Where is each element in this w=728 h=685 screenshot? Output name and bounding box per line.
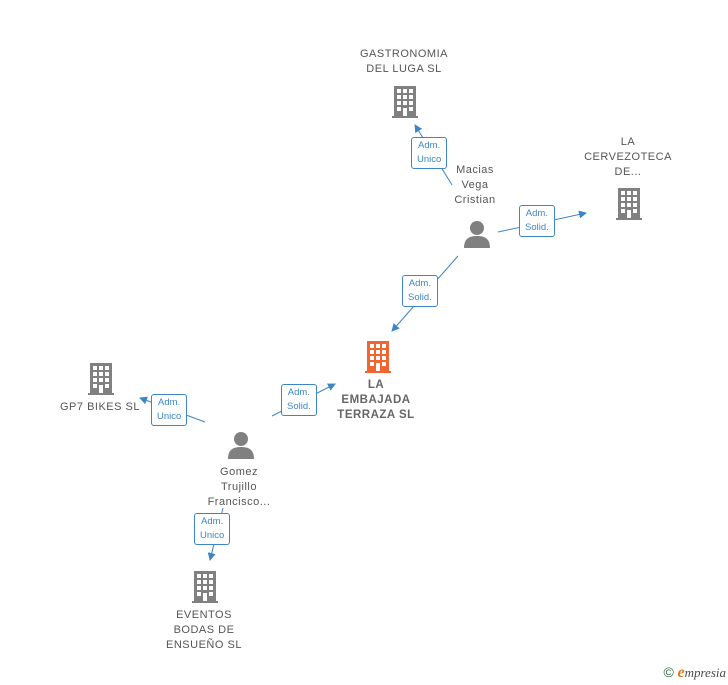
node-label-gomez[interactable]: Gomez Trujillo Francisco...: [207, 466, 271, 508]
building-icon[interactable]: [616, 188, 642, 220]
node-label-gp7[interactable]: GP7 BIKES SL: [60, 401, 140, 413]
building-icon[interactable]: [88, 363, 114, 395]
edge-label-macias-gastronomia[interactable]: Adm. Unico: [411, 137, 448, 169]
node-label-embajada[interactable]: LA EMBAJADA TERRAZA SL: [337, 379, 415, 421]
edge-label-gomez-embajada[interactable]: Adm. Solid.: [281, 384, 317, 416]
person-icon[interactable]: [464, 221, 490, 248]
building-icon[interactable]: [365, 341, 391, 373]
building-icon[interactable]: [392, 86, 418, 118]
footer-brand[interactable]: © empresia: [664, 664, 726, 682]
node-label-cervezoteca[interactable]: LA CERVEZOTECA DE...: [584, 136, 672, 178]
node-label-gastronomia[interactable]: GASTRONOMIA DEL LUGA SL: [359, 48, 448, 75]
brand-logo: empresia: [677, 664, 726, 681]
edge-label-gomez-eventos[interactable]: Adm. Unico: [194, 513, 231, 545]
building-icon[interactable]: [192, 571, 218, 603]
edge-label-gomez-gp7[interactable]: Adm. Unico: [151, 394, 188, 426]
edge-label-macias-embajada[interactable]: Adm. Solid.: [402, 275, 438, 307]
node-label-eventos[interactable]: EVENTOS BODAS DE ENSUEÑO SL: [166, 609, 242, 651]
node-label-macias[interactable]: Macias Vega Cristian: [454, 164, 496, 206]
person-icon[interactable]: [228, 432, 254, 459]
edge-label-macias-cervezoteca[interactable]: Adm. Solid.: [519, 205, 555, 237]
copyright-symbol: ©: [663, 664, 674, 680]
